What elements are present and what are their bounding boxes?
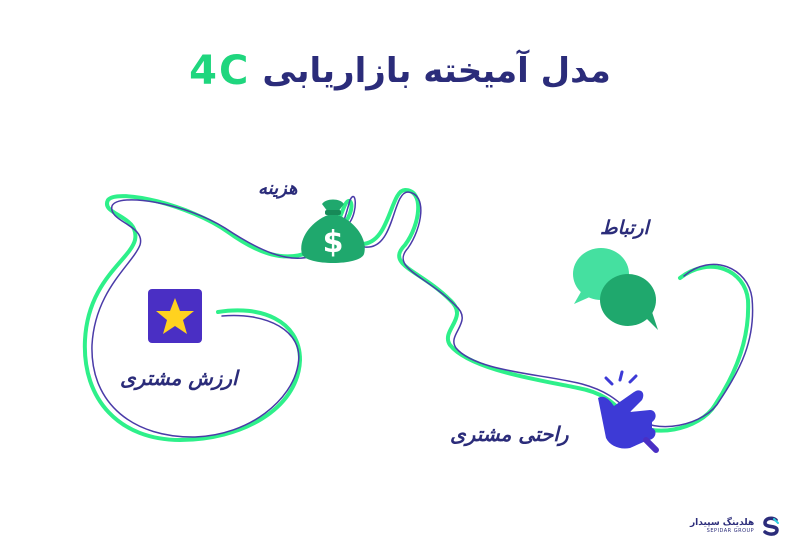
title-text: مدل آمیخته بازاریابی xyxy=(262,51,611,91)
communication-label: ارتباط xyxy=(600,217,649,239)
money-bag-dollar-icon: $ xyxy=(292,190,374,272)
svg-text:$: $ xyxy=(323,225,344,260)
title-accent-4c: 4C xyxy=(189,48,251,94)
logo-en: SEPIDAR GROUP xyxy=(706,528,755,534)
chat-bubbles-icon xyxy=(568,238,664,334)
sepidar-logo: هلدینگ سپیدار SEPIDAR GROUP xyxy=(690,512,790,540)
convenience-label: راحتی مشتری xyxy=(450,422,569,446)
diagram-title: مدل آمیخته بازاریابی 4C xyxy=(189,48,611,94)
logo-fa: هلدینگ سپیدار xyxy=(690,518,755,528)
cost-label: هزینه xyxy=(258,178,298,199)
customer-value-label: ارزش مشتری xyxy=(120,366,238,390)
star-icon xyxy=(146,287,204,345)
logo-text: هلدینگ سپیدار SEPIDAR GROUP xyxy=(690,518,754,534)
pointing-hand-icon xyxy=(590,370,662,454)
logo-s-icon xyxy=(763,516,780,536)
